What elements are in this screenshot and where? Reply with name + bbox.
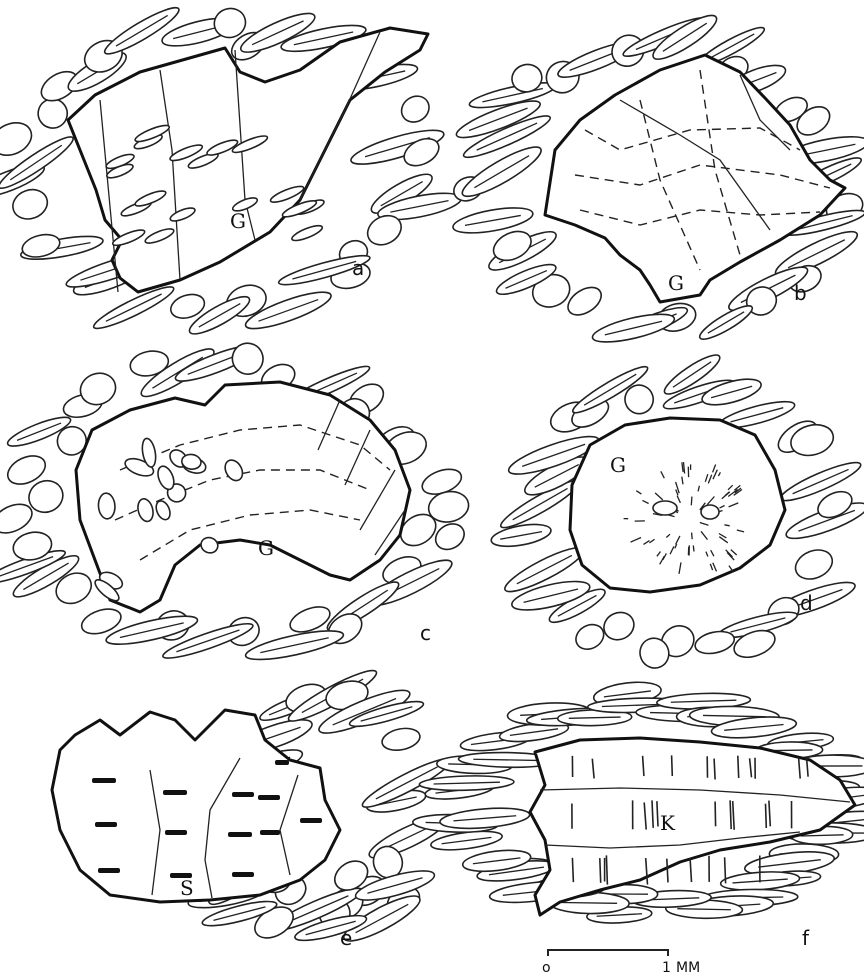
tick-line [657, 801, 658, 826]
grain-stria [106, 294, 162, 321]
tick-line [738, 756, 739, 778]
panel-d-label: d [800, 591, 813, 615]
panel-f-label: f [802, 926, 810, 950]
tick-line [715, 802, 716, 827]
tick-line [672, 755, 673, 776]
hatch-stroke [692, 533, 693, 540]
panel-c-mark: G [258, 536, 274, 560]
scale-grain [228, 339, 268, 379]
scale-bar-start: o [542, 960, 551, 976]
panel-b: G b [450, 9, 864, 348]
scale-grain [397, 91, 434, 127]
panel-a: G a [0, 2, 463, 340]
panel-c-outline [76, 382, 410, 612]
panel-c-label: c [420, 621, 431, 645]
scale-grain [599, 608, 638, 645]
scale-grain [431, 519, 469, 555]
scale-grain [791, 545, 837, 585]
tick-line [600, 858, 601, 883]
tick-line [572, 858, 573, 882]
panel-e-label: e [340, 926, 352, 950]
panel-d: G d [490, 349, 864, 672]
scale-grain [572, 620, 609, 654]
panel-a-label: a [352, 256, 364, 280]
hatch-stroke [691, 497, 692, 506]
tick-line [730, 800, 731, 829]
slit [290, 223, 324, 244]
tick-line [766, 804, 767, 828]
tick-line [714, 759, 715, 780]
panel-e: S e [52, 664, 455, 950]
tick-line [690, 858, 691, 882]
scale-bar: o 1 MM [542, 950, 700, 976]
scale-bar-unit: MM [676, 960, 700, 976]
hatch-stroke [693, 545, 694, 551]
scale-grain [0, 117, 37, 162]
scale-grain [380, 725, 422, 753]
tick-line [606, 855, 607, 884]
panel-d-pit [653, 501, 677, 515]
tick-line [725, 857, 726, 883]
panel-f: K f [413, 679, 864, 950]
panel-d-mark: G [610, 453, 626, 477]
panel-e-mark: S [180, 876, 194, 900]
panel-f-mark: K [660, 811, 676, 835]
panel-a-mark: G [230, 209, 246, 233]
panel-d-outline [570, 418, 785, 592]
grain-stria [116, 15, 168, 46]
panel-b-mark: G [668, 271, 684, 295]
panel-b-label: b [794, 281, 807, 305]
panel-c: G c [0, 339, 471, 666]
scale-grain [9, 185, 52, 224]
panel-d-pit [701, 505, 719, 519]
scale-bar-end: 1 [662, 960, 671, 976]
panel-f-outline [530, 738, 855, 915]
grain-stria [561, 903, 617, 904]
